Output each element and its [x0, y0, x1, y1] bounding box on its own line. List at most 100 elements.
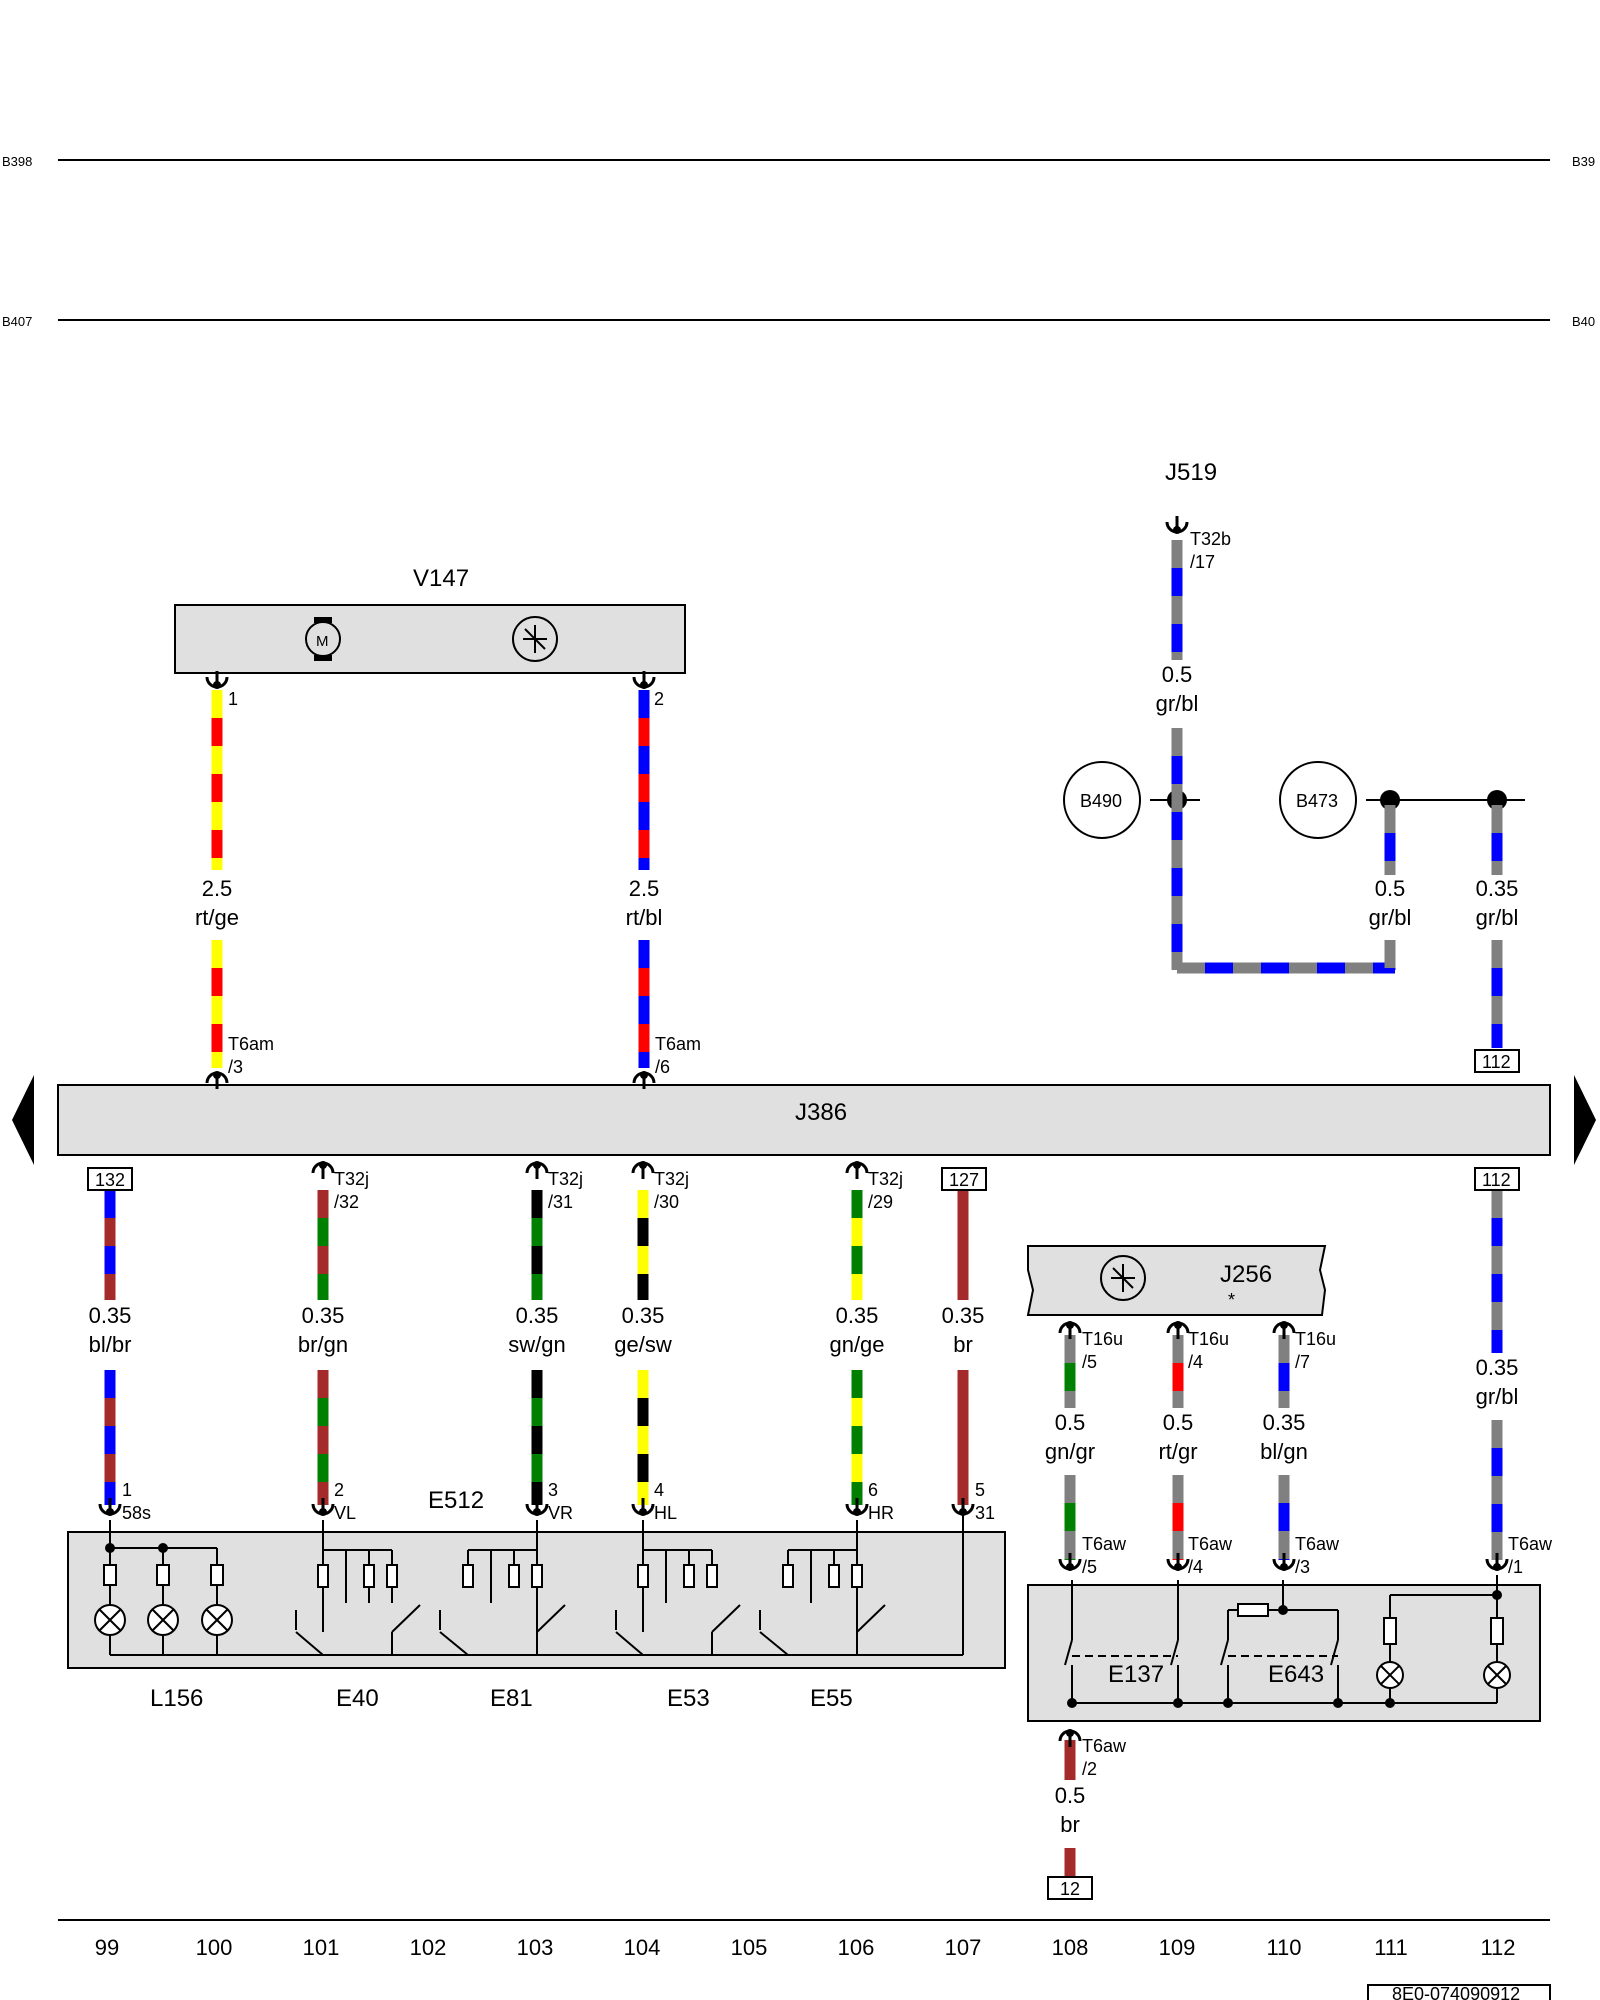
wire-segment — [1384, 940, 1396, 970]
svg-text:0.5: 0.5 — [1055, 1783, 1086, 1808]
label-e512: E512 — [428, 1487, 484, 1514]
t6am-b-pin: /6 — [655, 1057, 670, 1077]
label-j519: J519 — [1165, 459, 1217, 486]
e512-pin2: 2 — [334, 1480, 344, 1500]
j386-bar — [57, 1084, 1551, 1156]
grid-number: 112 — [1480, 1935, 1515, 1960]
ref-box-112-top: 112 — [1474, 1049, 1520, 1073]
wire-segment — [851, 1190, 863, 1300]
wire-segment — [531, 1370, 543, 1505]
wire-segment — [957, 1370, 969, 1505]
t6aw-4: T6aw — [1188, 1534, 1233, 1554]
b490-circle — [1063, 761, 1141, 839]
svg-text:bl/br: bl/br — [89, 1332, 132, 1357]
v147-pin2: 2 — [654, 689, 664, 709]
wire-segment — [1064, 1335, 1076, 1408]
svg-text:gn/ge: gn/ge — [829, 1332, 884, 1357]
label-j256-note: * — [1228, 1290, 1235, 1310]
wire-segment — [1064, 1848, 1076, 1877]
lamp-group-l156 — [94, 1520, 233, 1655]
switch-group-e55 — [759, 1520, 886, 1656]
t32j-30-pin: /30 — [654, 1192, 679, 1212]
label-j386: J386 — [795, 1099, 847, 1126]
grid-number: 105 — [731, 1935, 768, 1960]
grid-number: 107 — [945, 1935, 982, 1960]
wire-segment — [104, 1190, 116, 1300]
label-e40: E40 — [336, 1685, 379, 1712]
grid-number: 104 — [624, 1935, 661, 1960]
ref-box-127: 127 — [941, 1167, 987, 1191]
wire-segment — [1171, 540, 1183, 660]
ref-b398-left: B398 — [2, 154, 32, 169]
t6aw-2-pin: /2 — [1082, 1759, 1097, 1779]
svg-text:rt/ge: rt/ge — [195, 905, 239, 930]
svg-text:gr/bl: gr/bl — [1476, 1384, 1519, 1409]
j519-conn: T32b — [1190, 529, 1231, 549]
wire-segment — [1171, 728, 1183, 970]
switch-group-e40 — [295, 1520, 421, 1656]
e512-pin4: 4 — [654, 1480, 664, 1500]
arrow-right-icon — [1574, 1075, 1596, 1165]
t6am-a-pin: /3 — [228, 1057, 243, 1077]
t32j-29-pin: /29 — [868, 1192, 893, 1212]
svg-text:br: br — [953, 1332, 973, 1357]
t6aw-3: T6aw — [1295, 1534, 1340, 1554]
grid-number: 100 — [196, 1935, 233, 1960]
wire-segment — [1172, 1475, 1184, 1560]
svg-text:br/gn: br/gn — [298, 1332, 348, 1357]
t32j-32: T32j — [334, 1169, 369, 1189]
wire-segment — [317, 1190, 329, 1300]
t16u-7-pin: /7 — [1295, 1352, 1310, 1372]
t6aw-3-pin: /3 — [1295, 1557, 1310, 1577]
wires-layer — [98, 516, 1509, 1877]
b473-circle — [1279, 761, 1357, 839]
ref-box-12: 12 — [1047, 1876, 1093, 1900]
e512-pin4-sig: HL — [654, 1503, 677, 1523]
switch-group-e81 — [439, 1520, 566, 1656]
e512-pin5-sig: 31 — [975, 1503, 995, 1523]
grid-number: 111 — [1374, 1935, 1407, 1960]
t16u-4: T16u — [1188, 1329, 1229, 1349]
t32j-31: T32j — [548, 1169, 583, 1189]
e512-pin3: 3 — [548, 1480, 558, 1500]
wire-segment — [637, 1190, 649, 1300]
doc-number: 8E0-074090912 — [1392, 1984, 1520, 2000]
wire-segment — [957, 1190, 969, 1300]
wire-segment — [1064, 1740, 1076, 1780]
svg-text:ge/sw: ge/sw — [614, 1332, 672, 1357]
grid-number: 102 — [410, 1935, 447, 1960]
t6aw-1-pin: /1 — [1508, 1557, 1523, 1577]
t32j-32-pin: /32 — [334, 1192, 359, 1212]
wire-segment — [531, 1190, 543, 1300]
grid-number: 101 — [303, 1935, 340, 1960]
t6am-a: T6am — [228, 1034, 274, 1054]
svg-text:0.5: 0.5 — [1055, 1410, 1086, 1435]
label-e81: E81 — [490, 1685, 533, 1712]
wire-segment — [317, 1370, 329, 1505]
wire-segment — [638, 940, 650, 1068]
t32j-29: T32j — [868, 1169, 903, 1189]
ref-b398-right: B39 — [1572, 154, 1595, 169]
wire-segment — [851, 1370, 863, 1505]
svg-text:0.35: 0.35 — [1263, 1410, 1306, 1435]
svg-text:br: br — [1060, 1812, 1080, 1837]
grid-number: 110 — [1266, 1935, 1301, 1960]
svg-text:0.5: 0.5 — [1162, 662, 1193, 687]
t16u-5-pin: /5 — [1082, 1352, 1097, 1372]
svg-text:0.35: 0.35 — [302, 1303, 345, 1328]
svg-text:0.5: 0.5 — [1375, 876, 1406, 901]
control-unit-icon-v147 — [512, 616, 558, 662]
t32j-30: T32j — [654, 1169, 689, 1189]
t6aw-5: T6aw — [1082, 1534, 1127, 1554]
wire-segment — [638, 690, 650, 870]
t32j-31-pin: /31 — [548, 1192, 573, 1212]
v147-pin1: 1 — [228, 689, 238, 709]
wire-segment — [1491, 940, 1503, 1048]
svg-text:rt/gr: rt/gr — [1158, 1439, 1197, 1464]
e512-pin6: 6 — [868, 1480, 878, 1500]
control-unit-icon-j256 — [1100, 1255, 1146, 1301]
arrow-left-icon — [12, 1075, 34, 1165]
svg-text:2.5: 2.5 — [202, 876, 233, 901]
